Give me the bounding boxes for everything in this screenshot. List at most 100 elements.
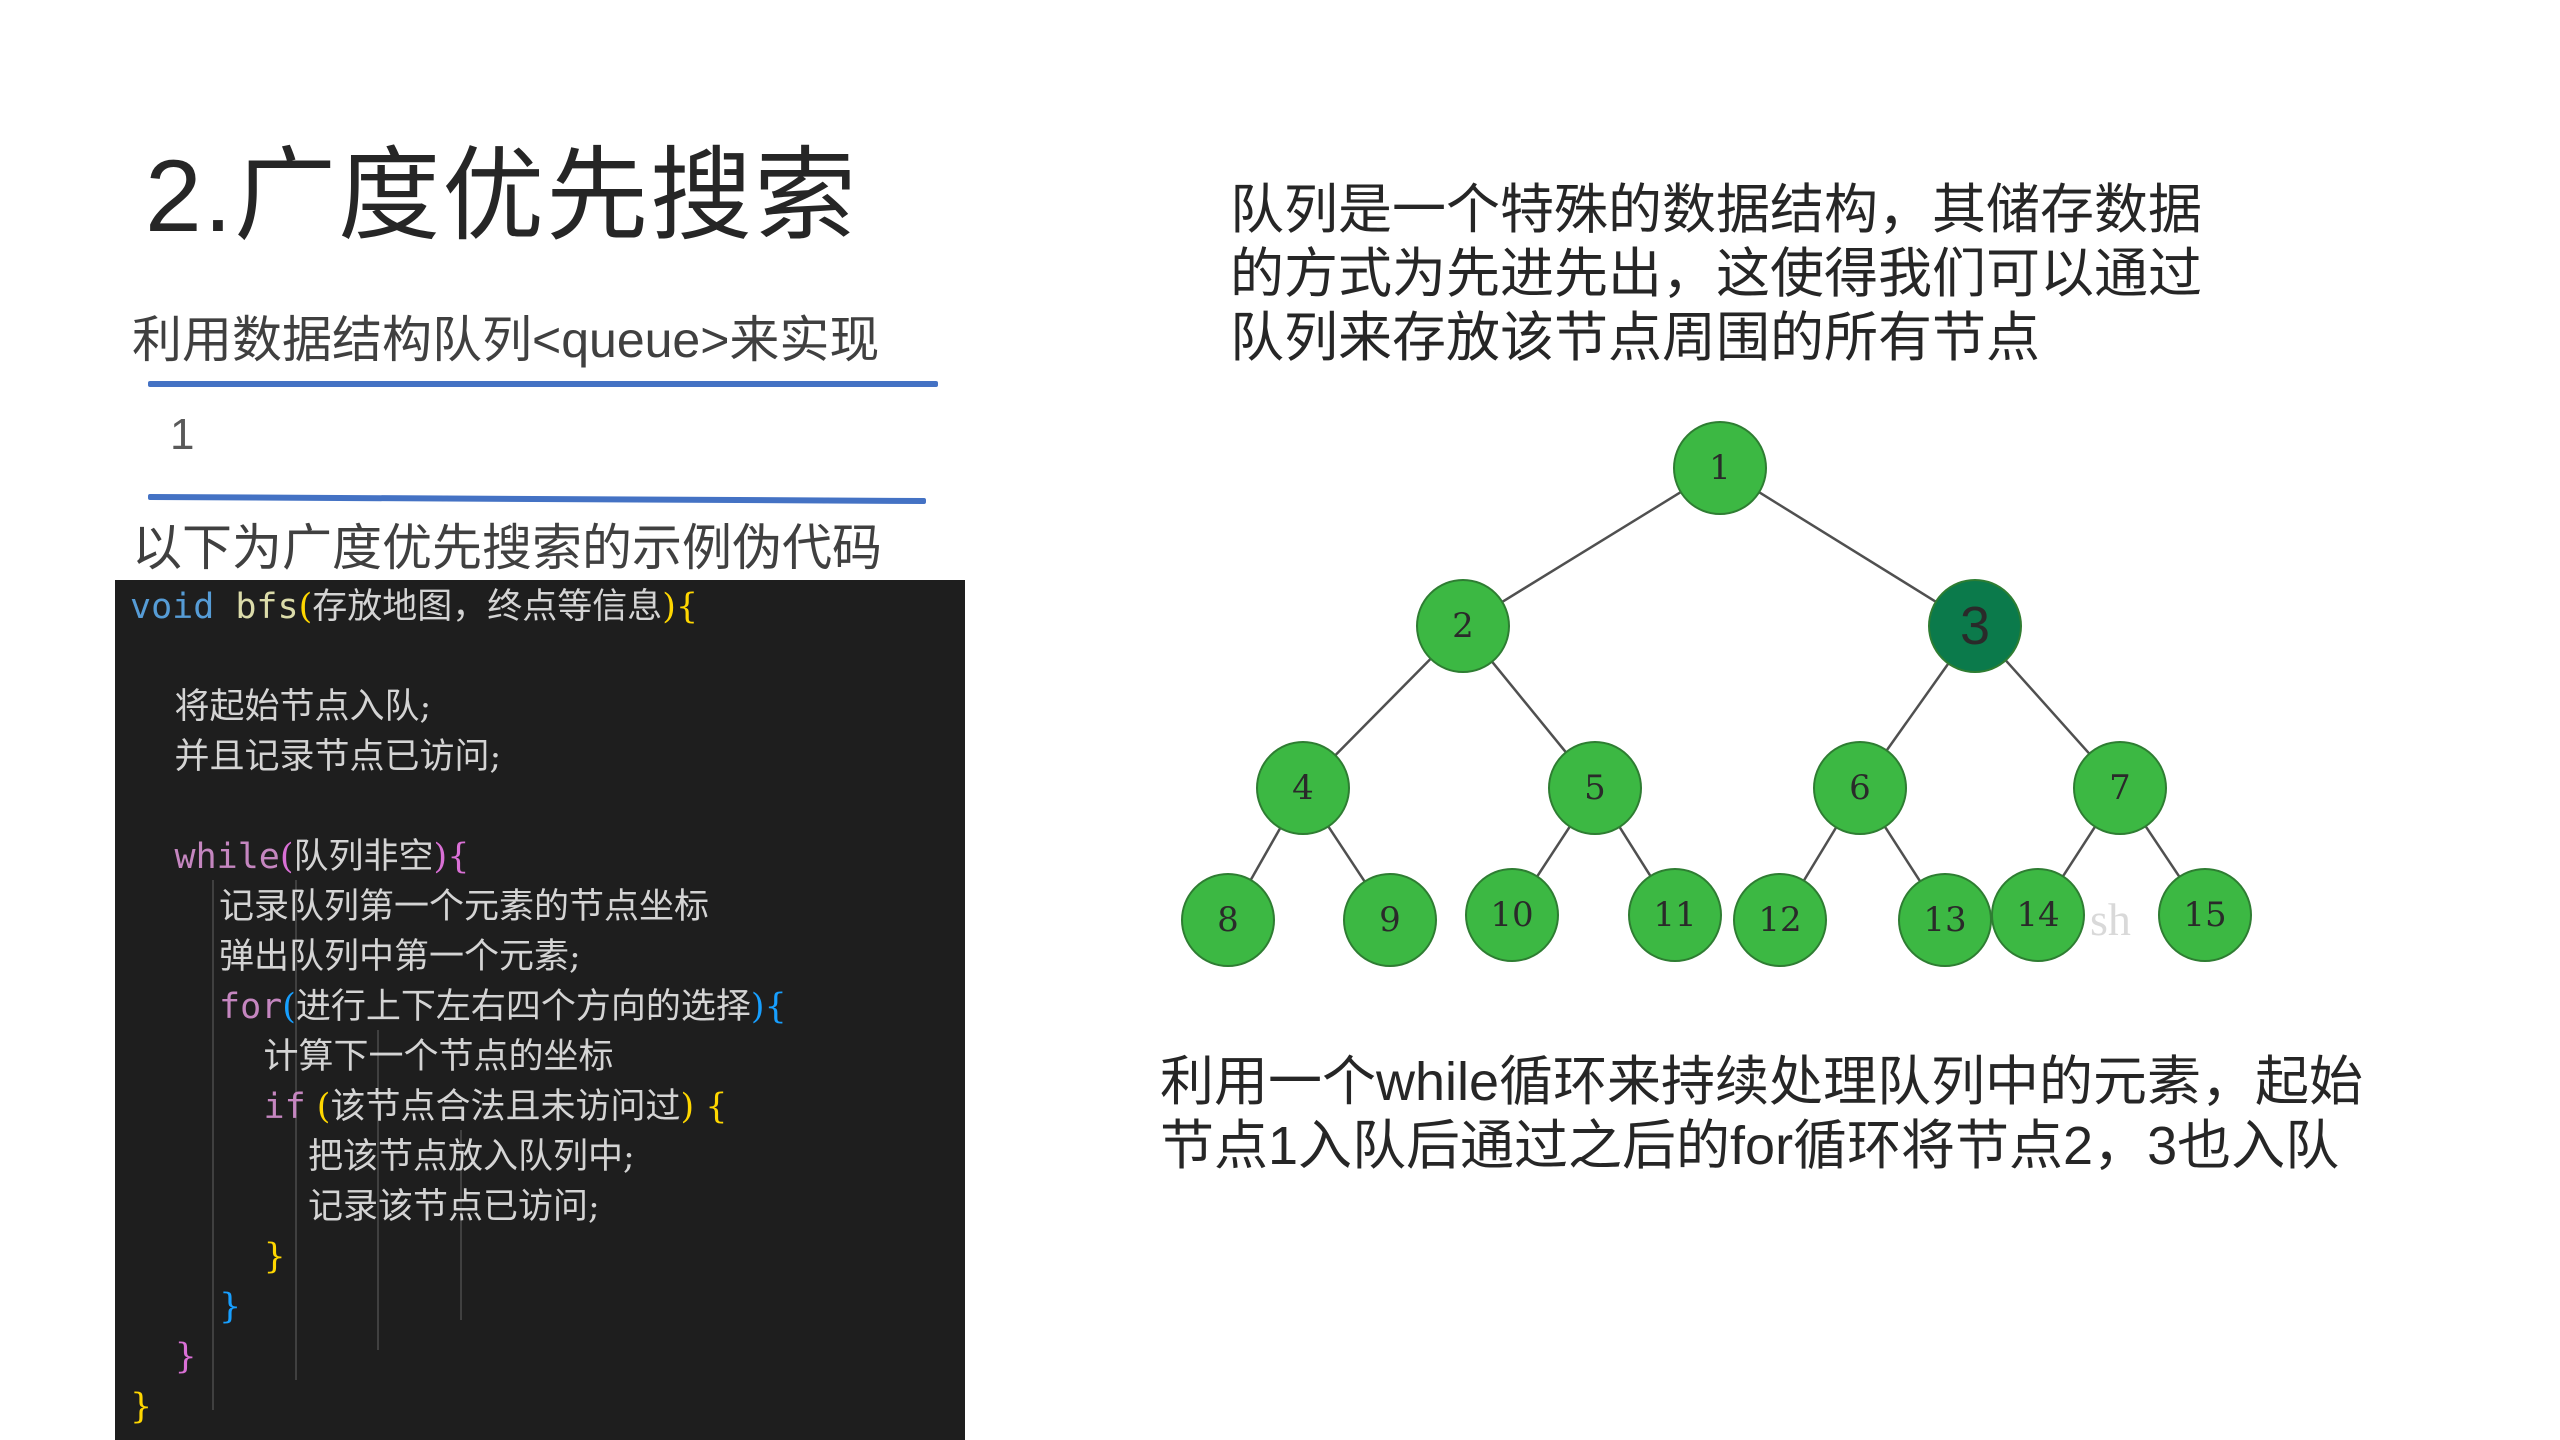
code-token: 进行上下左右四个方向的选择	[295, 987, 751, 1027]
tree-node-label: 11	[1653, 895, 1696, 935]
code-token: 队列非空	[293, 837, 434, 877]
code-token: 计算下一个节点的坐标	[130, 1037, 614, 1077]
code-token: 把该节点放入队列中;	[130, 1137, 635, 1177]
tree-node-label: 4	[1292, 768, 1314, 808]
code-token: ){	[433, 837, 470, 877]
tree-edge	[1758, 491, 1937, 603]
tree-node-5	[1548, 741, 1642, 835]
tree-node-label: 15	[2183, 895, 2226, 935]
code-token: 弹出队列中第一个元素;	[130, 937, 581, 977]
code-token: void	[130, 587, 236, 627]
tree-edge	[1327, 825, 1366, 883]
code-token: }	[130, 1387, 153, 1427]
tree-node-label: 5	[1584, 768, 1606, 808]
tree-edge	[1501, 491, 1682, 603]
tree-node-label: 7	[2109, 768, 2131, 808]
tree-node-label: 1	[1709, 448, 1731, 488]
queue-description-line: 队列是一个特殊的数据结构，其储存数据	[1230, 180, 2202, 240]
code-token	[130, 1087, 264, 1127]
code-token: ){	[750, 987, 787, 1027]
code-caption: 以下为广度优先搜索的示例伪代码	[132, 520, 882, 576]
queue-description: 队列是一个特殊的数据结构，其储存数据 的方式为先进先出，这使得我们可以通过 队列…	[1230, 178, 2202, 370]
code-token: if	[263, 1087, 306, 1127]
tree-edge	[2144, 825, 2181, 878]
code-token	[130, 837, 175, 877]
queue-description-line: 的方式为先进先出，这使得我们可以通过	[1230, 244, 2202, 304]
tree-node-14	[1991, 868, 2085, 962]
tree-node-6	[1813, 741, 1907, 835]
code-token: 并且记录节点已访问;	[130, 737, 502, 777]
answer-field-value[interactable]: 1	[170, 410, 195, 459]
slide-subtitle: 利用数据结构队列<queue>来实现	[132, 312, 880, 368]
tree-node-3	[1928, 579, 2022, 673]
code-token: }	[130, 1287, 242, 1327]
code-token: 该节点合法且未访问过	[330, 1087, 681, 1127]
code-line: 记录该节点已访问;	[130, 1182, 600, 1232]
loop-description: 利用一个while循环来持续处理队列中的元素，起始 节点1入队后通过之后的for…	[1160, 1050, 2363, 1178]
slide-title: 2.广度优先搜索	[145, 139, 859, 253]
code-token: (	[305, 1087, 331, 1127]
indent-guide	[295, 880, 297, 1380]
tree-node-2	[1416, 579, 1510, 673]
tree-node-label: 2	[1452, 606, 1474, 646]
code-line: }	[130, 1382, 152, 1432]
tree-node-12	[1733, 873, 1827, 967]
code-line: if (该节点合法且未访问过) {	[130, 1082, 728, 1132]
indent-guide	[212, 880, 214, 1410]
code-token: (	[282, 987, 296, 1027]
tree-node-label: 13	[1923, 900, 1966, 940]
code-token	[130, 987, 219, 1027]
tree-edge	[1249, 827, 1282, 881]
tree-node-label: 8	[1217, 900, 1239, 940]
tree-edge	[2004, 659, 2091, 755]
watermark-text: sh	[2090, 894, 2131, 945]
code-token: bfs	[235, 587, 299, 627]
tree-node-15	[2158, 868, 2252, 962]
code-line: while(队列非空){	[130, 832, 470, 882]
code-line: void bfs(存放地图，终点等信息){	[130, 582, 698, 632]
code-token: }	[130, 1237, 286, 1277]
queue-description-line: 队列来存放该节点周围的所有节点	[1230, 308, 2040, 368]
tree-node-label: 10	[1490, 895, 1533, 935]
code-line: }	[130, 1282, 241, 1332]
code-line: 并且记录节点已访问;	[130, 732, 502, 782]
code-token: (	[279, 837, 294, 877]
tree-node-13	[1898, 873, 1992, 967]
code-token: while	[174, 837, 280, 877]
code-token: 记录该节点已访问;	[130, 1187, 600, 1227]
input-bottom-border	[147, 493, 927, 505]
tree-edge	[1618, 826, 1652, 877]
code-token: }	[130, 1337, 197, 1377]
code-token: ){	[662, 587, 699, 627]
code-token: 将起始节点入队;	[130, 687, 432, 727]
loop-description-line: 节点1入队后通过之后的for循环将节点2，3也入队	[1160, 1116, 2340, 1176]
tree-node-11	[1628, 868, 1722, 962]
code-token: for	[219, 987, 283, 1027]
indent-guide	[377, 1030, 379, 1350]
loop-description-line: 利用一个while循环来持续处理队列中的元素，起始	[1160, 1052, 2364, 1112]
code-line: 记录队列第一个元素的节点坐标	[130, 882, 709, 932]
code-token: (	[298, 587, 313, 627]
tree-node-label: 3	[1960, 596, 1990, 656]
code-line: 将起始节点入队;	[130, 682, 432, 732]
tree-edge	[1491, 660, 1567, 754]
tree-node-4	[1256, 741, 1350, 835]
indent-guide	[460, 1130, 462, 1320]
tree-node-9	[1343, 873, 1437, 967]
code-line: for(进行上下左右四个方向的选择){	[130, 982, 787, 1032]
code-line: }	[130, 1232, 286, 1282]
tree-edge	[1885, 662, 1950, 752]
code-line: 计算下一个节点的坐标	[130, 1032, 614, 1082]
code-line: }	[130, 1332, 197, 1382]
code-token: ) {	[680, 1087, 728, 1127]
tree-node-label: 14	[2016, 895, 2059, 935]
tree-edge	[1334, 657, 1432, 757]
tree-node-7	[2073, 741, 2167, 835]
input-top-border	[148, 381, 938, 387]
tree-node-label: 6	[1849, 768, 1871, 808]
tree-node-1	[1673, 421, 1767, 515]
code-block: void bfs(存放地图，终点等信息){ 将起始节点入队; 并且记录节点已访问…	[115, 580, 965, 1440]
tree-node-label: 9	[1379, 900, 1401, 940]
